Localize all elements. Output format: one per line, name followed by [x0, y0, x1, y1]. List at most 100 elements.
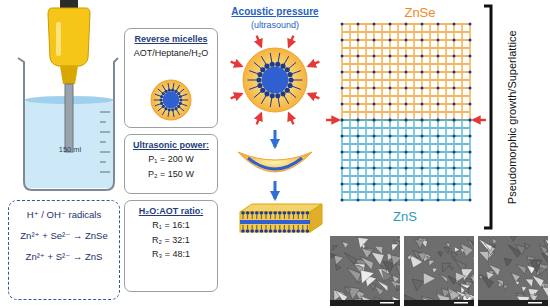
- layered-film: [261, 225, 262, 229]
- sem-image: [423, 273, 435, 285]
- zns-lattice: [469, 183, 472, 186]
- pressure-arrows: [257, 36, 262, 47]
- sem-image: [344, 253, 356, 265]
- compressed-micelle: [287, 83, 292, 88]
- layered-film: [250, 211, 254, 215]
- layered-film: [296, 211, 300, 215]
- reverse-micelle: [177, 85, 180, 90]
- sem-image: [454, 302, 468, 304]
- layered-film: [296, 229, 300, 233]
- sem-image: [504, 258, 512, 266]
- sem-image: [439, 274, 447, 282]
- compressed-micelle: [285, 67, 290, 72]
- sem-image: [454, 247, 459, 252]
- layered-film: [240, 220, 310, 224]
- reverse-micelle: [151, 80, 191, 120]
- zns-lattice: [405, 167, 408, 170]
- znse-lattice: [389, 23, 392, 26]
- compressed-micelle: [249, 86, 258, 89]
- layered-film: [256, 215, 257, 219]
- zns-lattice: [341, 199, 344, 202]
- zns-lattice: [357, 199, 360, 202]
- sem-image: [511, 236, 516, 241]
- zns-lattice: [453, 167, 456, 170]
- znse-lattice: [469, 55, 472, 58]
- znse-lattice: [405, 55, 408, 58]
- sem-image: [412, 279, 423, 290]
- znse-lattice: [373, 103, 376, 106]
- zns-lattice: [373, 151, 376, 154]
- interface-arrows: [473, 119, 486, 121]
- power-box: Ultrasonic power:P₁ = 200 WP₂ = 150 W: [124, 134, 218, 194]
- graduation-marks: [100, 152, 110, 153]
- sem-image: [442, 263, 451, 272]
- znse-lattice: [373, 71, 376, 74]
- layered-film: [301, 211, 305, 215]
- zns-lattice: [357, 119, 360, 122]
- layered-film: [255, 229, 259, 233]
- znse-lattice: [453, 87, 456, 90]
- layered-film: [246, 211, 250, 215]
- znse-lattice: [437, 24, 439, 120]
- zns-lattice: [373, 119, 376, 122]
- zns-lattice: [469, 199, 472, 202]
- zns-lattice: [389, 151, 392, 154]
- znse-lattice: [342, 23, 470, 25]
- process-arrows: [274, 181, 277, 199]
- compressed-micelle: [280, 64, 285, 69]
- zns-lattice: [365, 120, 367, 200]
- zns-lattice: [405, 119, 408, 122]
- sem-image: [429, 260, 435, 266]
- compressed-micelle: [289, 62, 296, 68]
- layered-film: [246, 229, 250, 233]
- sem-image: [461, 269, 473, 281]
- layered-film: [250, 229, 254, 233]
- pressure-arrows: [231, 62, 242, 67]
- zns-lattice: [469, 151, 472, 154]
- sem-image: [537, 261, 542, 266]
- znse-lattice: [389, 55, 392, 58]
- sem-image: [479, 275, 483, 279]
- box-text: P₂ = 150 W: [129, 169, 213, 180]
- znse-lattice: [445, 24, 447, 120]
- zns-lattice: [349, 120, 351, 200]
- reverse-micelle: [164, 107, 167, 110]
- layered-film: [266, 225, 267, 229]
- znse-lattice: [342, 55, 470, 57]
- layered-film: [292, 211, 296, 215]
- zns-lattice: [429, 120, 431, 200]
- znse-lattice: [341, 119, 344, 122]
- znse-lattice: [437, 119, 440, 122]
- znse-lattice: [357, 87, 360, 90]
- layered-film: [240, 204, 322, 212]
- pressure-arrows: [308, 94, 319, 99]
- znse-lattice: [381, 24, 383, 120]
- znse-lattice: [405, 24, 407, 120]
- znse-lattice: [437, 55, 440, 58]
- section-heading: Acoustic pressure: [231, 6, 318, 18]
- reverse-micelle: [160, 95, 163, 98]
- reverse-micelle: [164, 90, 167, 93]
- layered-film: [252, 215, 253, 219]
- layered-film: [293, 215, 294, 219]
- reverse-micelle: [179, 98, 182, 101]
- sem-image: [446, 243, 450, 247]
- interface-arrows: [326, 119, 339, 121]
- layered-film: [298, 225, 299, 229]
- sem-image: [478, 251, 488, 261]
- sem-image: [358, 238, 369, 249]
- zns-lattice: [469, 135, 472, 138]
- compressed-micelle: [293, 80, 303, 81]
- znse-lattice: [469, 119, 472, 122]
- sem-image: [511, 273, 520, 282]
- sem-image: [333, 246, 338, 251]
- znse-lattice: [389, 119, 392, 122]
- zns-lattice: [342, 135, 470, 137]
- sem-image: [344, 287, 351, 294]
- volume-label: 150 ml: [59, 146, 82, 155]
- sem-image: [400, 241, 401, 249]
- znse-lattice: [342, 119, 470, 121]
- graduation-marks: [100, 132, 110, 133]
- pressure-arrows: [308, 62, 319, 67]
